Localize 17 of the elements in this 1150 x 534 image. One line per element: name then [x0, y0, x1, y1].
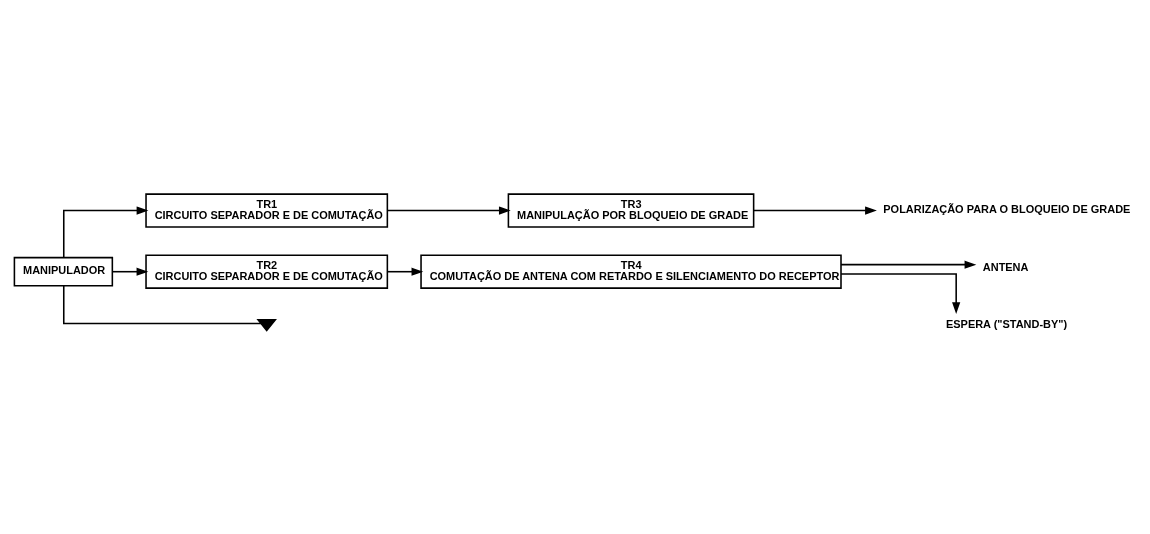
node-text: ESPERA ("STAND-BY") — [945, 317, 1068, 330]
node-box: TR4 COMUTAÇÃO DE ANTENA COM RETARDO E SILENCIAMENTO DO RECEPTOR — [420, 254, 842, 289]
node-box: MANIPULADOR — [13, 256, 114, 287]
connector — [62, 285, 262, 325]
arrow — [111, 267, 149, 276]
node-box: TR2 CIRCUITO SEPARADOR E DE COMUTAÇÃO — [145, 254, 389, 289]
arrow — [62, 206, 149, 259]
arrow — [386, 267, 424, 276]
arrow — [840, 273, 961, 314]
arrow — [840, 260, 977, 269]
node-ground — [256, 319, 277, 332]
node-box: TR3 MANIPULAÇÃO POR BLOQUEIO DE GRADE — [507, 193, 755, 228]
node-text: ANTENA — [982, 261, 1029, 274]
node-box: TR1 CIRCUITO SEPARADOR E DE COMUTAÇÃO — [145, 193, 389, 228]
arrow — [753, 206, 877, 215]
arrow — [386, 206, 511, 215]
node-text: POLARIZAÇÃO PARA O BLOQUEIO DE GRADE — [883, 202, 1131, 215]
